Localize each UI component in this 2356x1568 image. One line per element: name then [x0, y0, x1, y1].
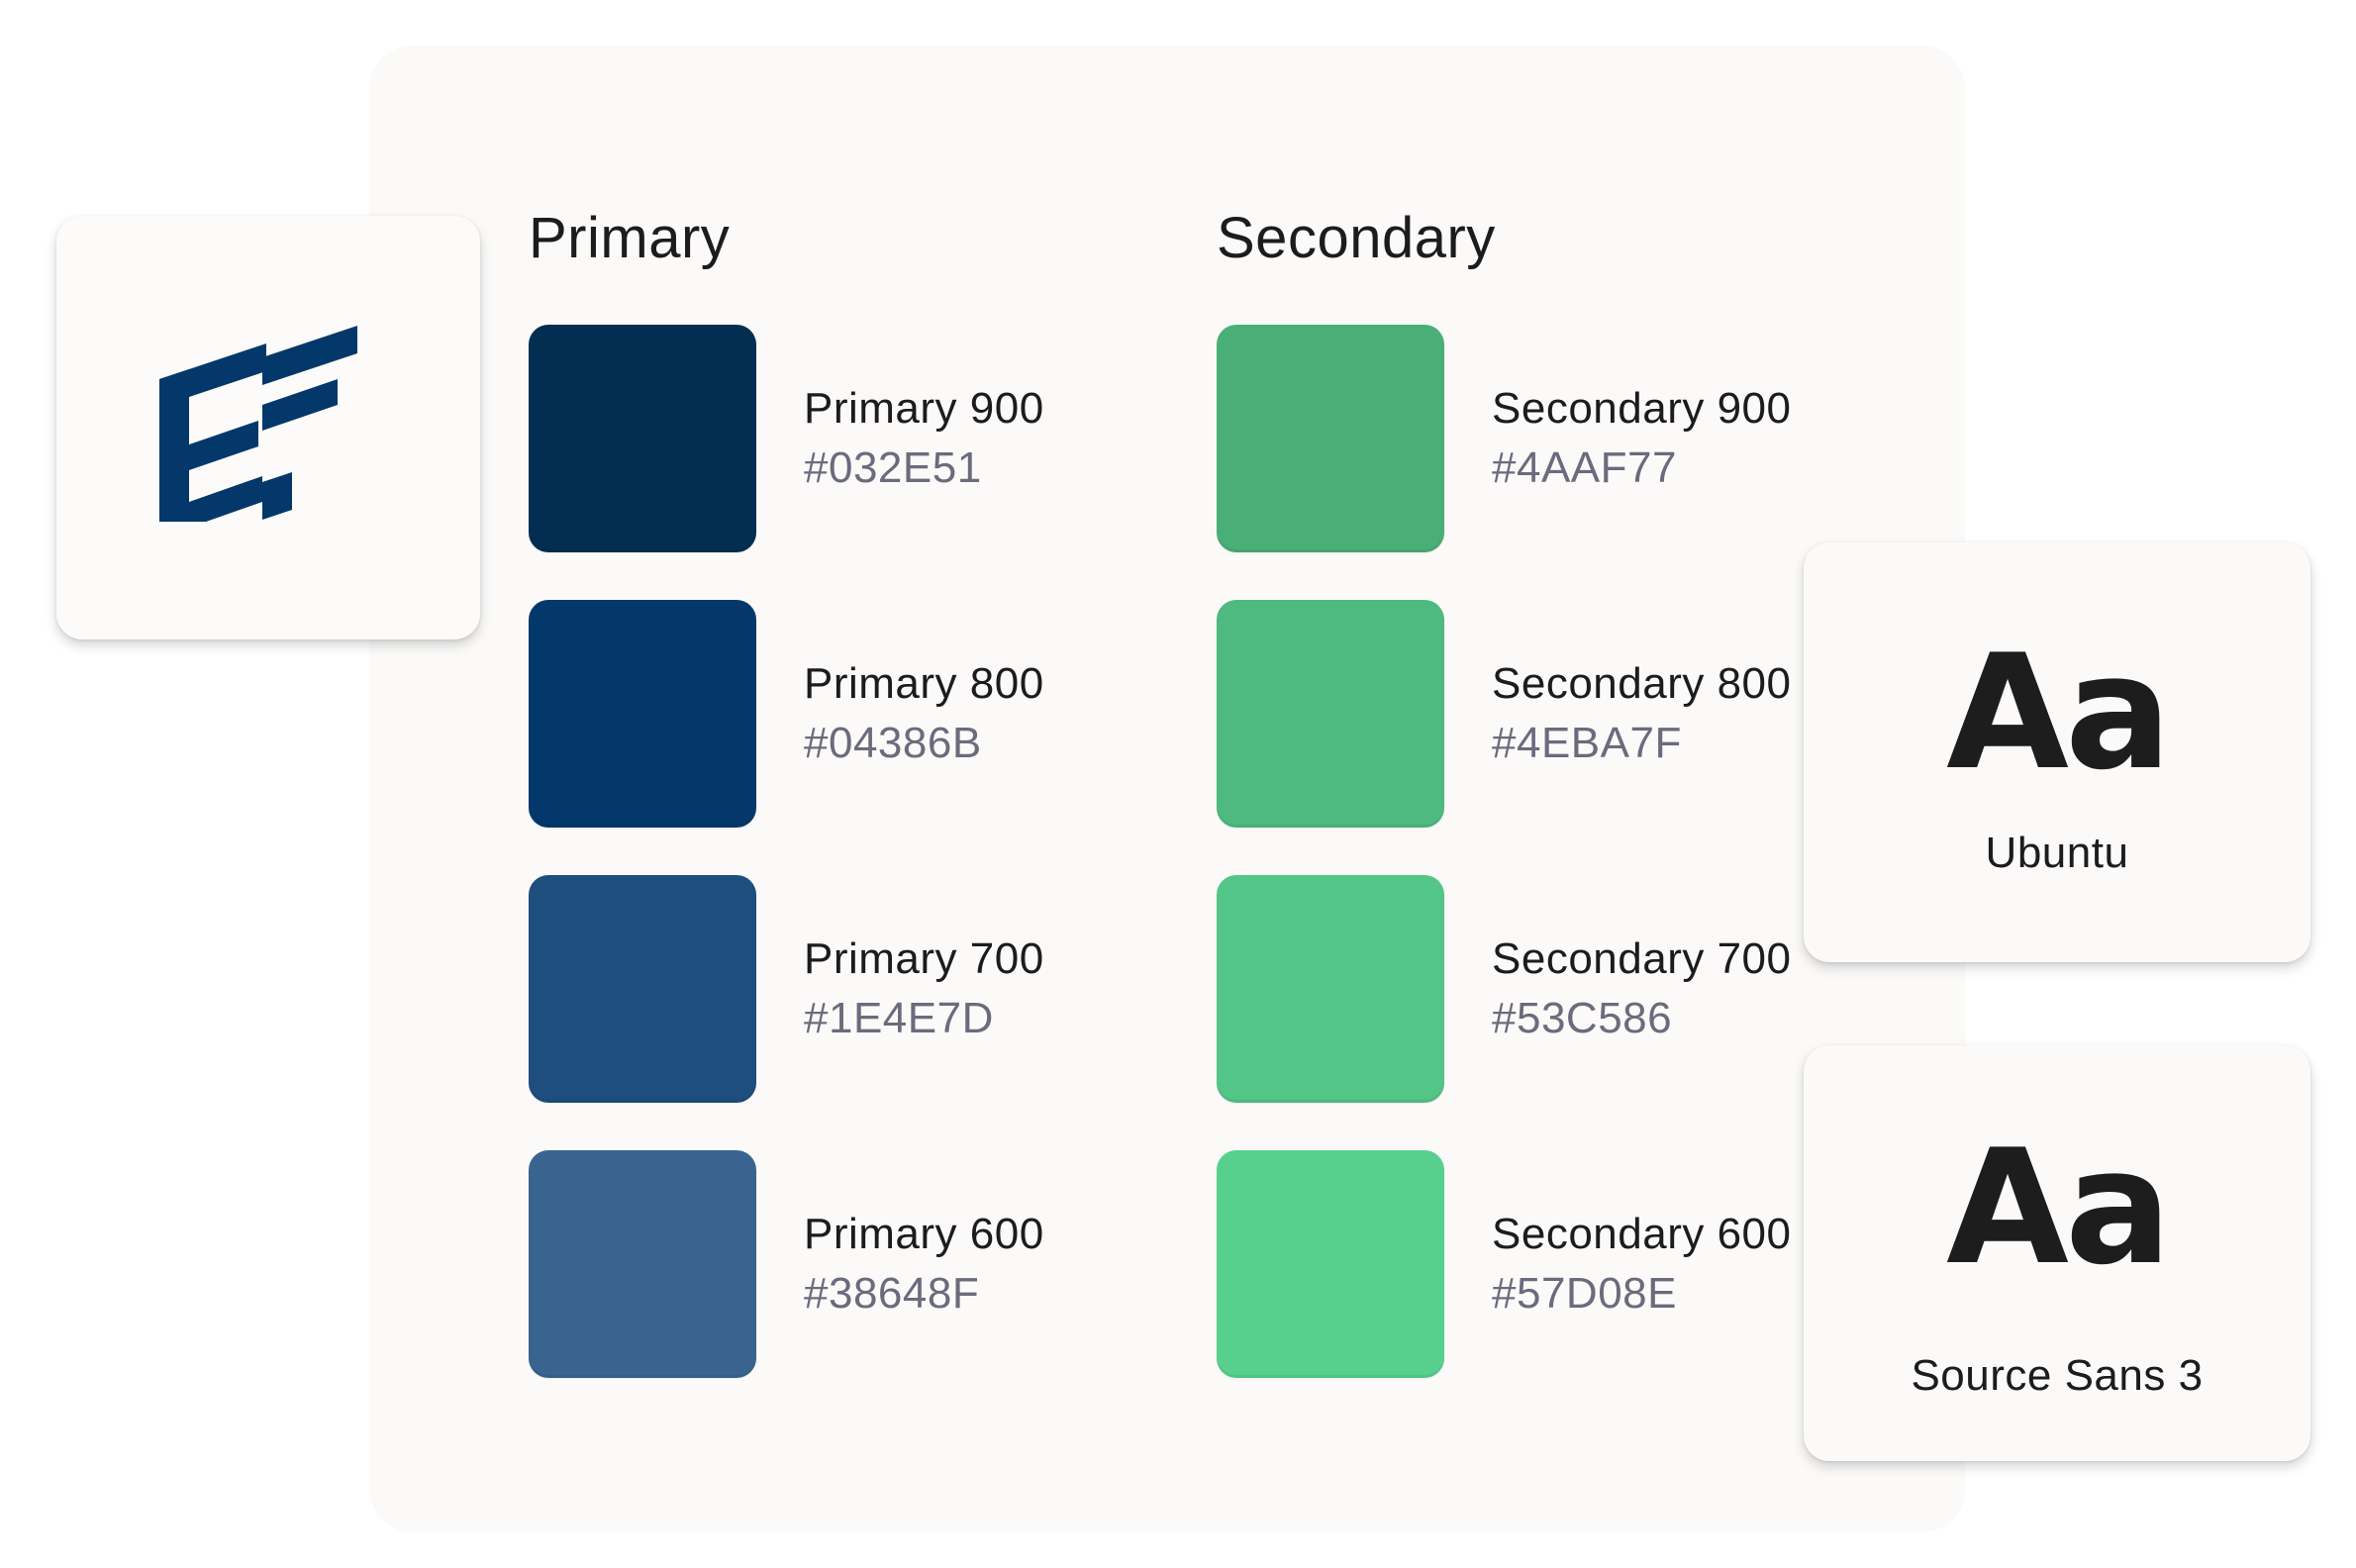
secondary-600-hex: #57D08E	[1492, 1269, 1677, 1318]
secondary-700-hex: #53C586	[1492, 994, 1673, 1042]
logo-bar	[189, 476, 262, 522]
secondary-800-swatch	[1217, 600, 1444, 828]
logo-bar	[189, 421, 258, 470]
logo-bar	[159, 369, 189, 522]
primary-swatch-row: Primary 600 #38648F	[529, 1150, 1044, 1378]
primary-900-hex: #032E51	[804, 443, 982, 492]
secondary-title: Secondary	[1217, 206, 1496, 270]
primary-800-swatch	[529, 600, 756, 828]
secondary-swatch-row: Secondary 600 #57D08E	[1217, 1150, 1792, 1378]
logo-bar	[262, 326, 357, 385]
secondary-900-name: Secondary 900	[1492, 384, 1792, 433]
primary-800-name: Primary 800	[804, 659, 1044, 708]
secondary-800-name: Secondary 800	[1492, 659, 1792, 708]
primary-600-swatch	[529, 1150, 756, 1378]
ef-monogram-logo-icon	[159, 326, 357, 522]
secondary-900-swatch	[1217, 325, 1444, 552]
primary-swatch-row: Primary 700 #1E4E7D	[529, 875, 1044, 1103]
primary-800-hex: #04386B	[804, 719, 982, 767]
primary-700-swatch	[529, 875, 756, 1103]
logo-bar	[262, 379, 338, 431]
font-card-source-sans: Aa Source Sans 3	[1804, 1045, 2310, 1461]
font-sample-ubuntu: Aa	[1946, 620, 2172, 805]
primary-900-name: Primary 900	[804, 384, 1044, 433]
secondary-swatch-row: Secondary 900 #4AAF77	[1217, 325, 1792, 552]
font-name-source-sans: Source Sans 3	[1911, 1351, 2204, 1400]
secondary-swatch-row: Secondary 700 #53C586	[1217, 875, 1792, 1103]
logo-card	[56, 216, 480, 639]
secondary-600-swatch	[1217, 1150, 1444, 1378]
secondary-600-name: Secondary 600	[1492, 1210, 1792, 1258]
primary-600-hex: #38648F	[804, 1269, 980, 1318]
secondary-700-name: Secondary 700	[1492, 934, 1792, 983]
logo-bar	[159, 343, 266, 407]
font-card-ubuntu: Aa Ubuntu	[1804, 542, 2310, 962]
primary-700-hex: #1E4E7D	[804, 994, 994, 1042]
logo-bar	[262, 472, 292, 520]
secondary-swatch-row: Secondary 800 #4EBA7F	[1217, 600, 1792, 828]
primary-700-name: Primary 700	[804, 934, 1044, 983]
secondary-800-hex: #4EBA7F	[1492, 719, 1682, 767]
primary-swatch-row: Primary 800 #04386B	[529, 600, 1044, 828]
primary-600-name: Primary 600	[804, 1210, 1044, 1258]
primary-900-swatch	[529, 325, 756, 552]
primary-swatch-row: Primary 900 #032E51	[529, 325, 1044, 552]
secondary-700-swatch	[1217, 875, 1444, 1103]
font-name-ubuntu: Ubuntu	[1985, 829, 2129, 877]
font-sample-source-sans: Aa	[1946, 1115, 2172, 1300]
primary-title: Primary	[529, 206, 731, 270]
secondary-900-hex: #4AAF77	[1492, 443, 1677, 492]
